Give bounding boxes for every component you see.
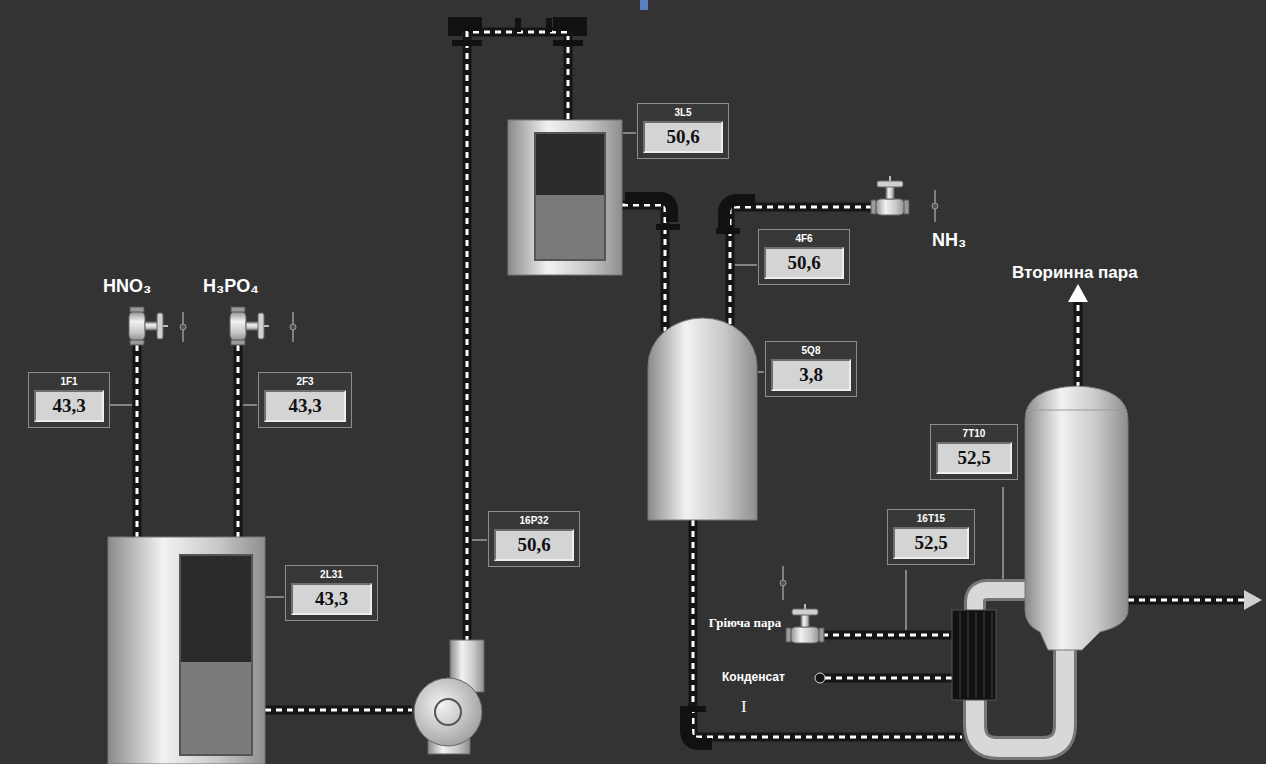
chemical-label: NH₃: [932, 230, 966, 251]
stream-label: Конденсат: [722, 670, 785, 684]
measured-value: 43,3: [264, 390, 346, 422]
instrument-tag: 5Q8: [771, 345, 851, 356]
measured-value: 52,5: [936, 442, 1012, 474]
measured-value: 3,8: [771, 359, 851, 391]
instrument-display: 16P32 50,6: [488, 511, 580, 567]
chemical-label: H₃PO₄: [203, 276, 259, 297]
instrument-tag: 4F6: [764, 233, 844, 244]
stream-number: I: [741, 697, 747, 717]
measured-value: 50,6: [764, 247, 844, 279]
instrument-display: 16T15 52,5: [887, 509, 975, 565]
instrument-display: 1F1 43,3: [28, 372, 110, 428]
stream-label: Вторинна пара: [1012, 263, 1138, 283]
instrument-display: 4F6 50,6: [758, 229, 850, 285]
instrument-tag: 2L31: [291, 569, 372, 580]
chemical-label: HNO₃: [103, 276, 151, 297]
stream-label: Гріюча пара: [708, 616, 782, 631]
instrument-display: 7T10 52,5: [930, 424, 1018, 480]
instrument-display: 3L5 50,6: [637, 103, 729, 159]
instrument-tag: 7T10: [936, 428, 1012, 439]
measured-value: 50,6: [643, 121, 723, 153]
instrument-tag: 16P32: [494, 515, 574, 526]
instrument-display: 5Q83,8: [765, 341, 857, 397]
instrument-tag: 1F1: [34, 376, 104, 387]
measured-value: 50,6: [494, 529, 574, 561]
measured-value: 52,5: [893, 527, 969, 559]
measured-value: 43,3: [291, 583, 372, 615]
instrument-tag: 3L5: [643, 107, 723, 118]
instrument-tag: 16T15: [893, 513, 969, 524]
instrument-display: 2F3 43,3: [258, 372, 352, 428]
instrument-tag: 2F3: [264, 376, 346, 387]
instrument-display: 2L31 43,3: [285, 565, 378, 621]
measured-value: 43,3: [34, 390, 104, 422]
